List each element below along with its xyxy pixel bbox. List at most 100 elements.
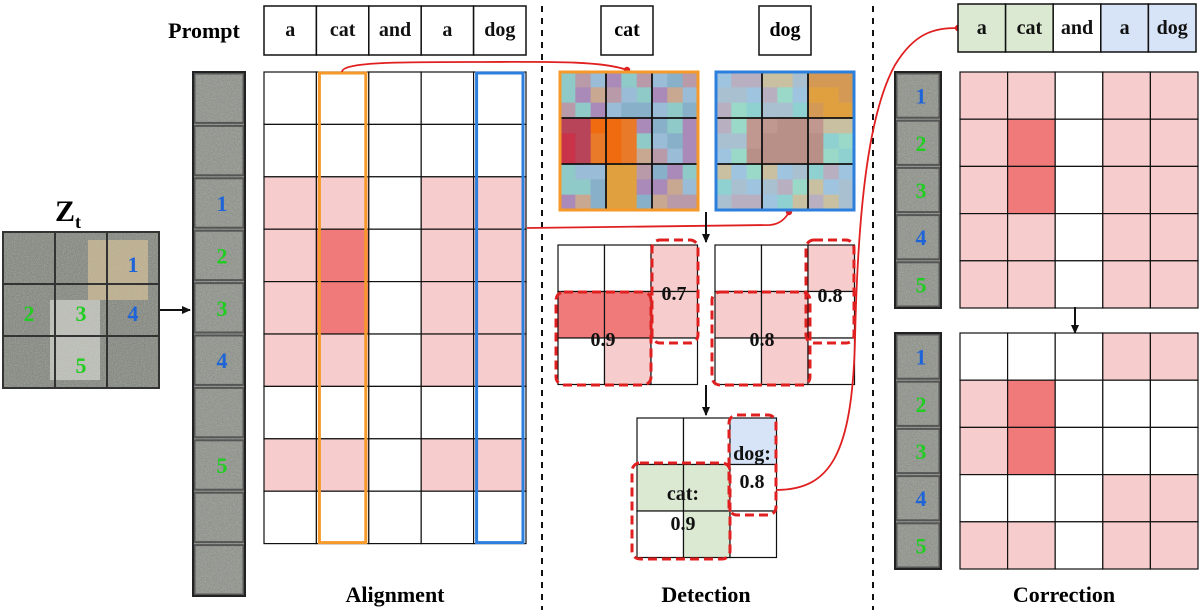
dog-connector-line	[526, 208, 793, 229]
detection-grid-cell	[603, 244, 652, 293]
alignment-grid-cell	[420, 385, 475, 440]
alignment-grid-cell	[420, 228, 475, 283]
attention-map-pixel	[667, 87, 684, 104]
merged-cat-box-outline	[630, 461, 732, 561]
attention-map-pixel	[792, 164, 809, 180]
cat-connector-curve	[341, 60, 631, 74]
prompt-token-text: dog	[484, 19, 515, 41]
correction-grid-cell	[1054, 379, 1104, 429]
attention-map-pixel	[792, 102, 809, 119]
attention-map-pixel	[636, 72, 653, 88]
correction-grid-cell	[1006, 332, 1056, 381]
attention-map-pixel	[667, 164, 684, 180]
attention-map-pixel	[762, 179, 778, 196]
attention-map-pixel	[823, 118, 840, 134]
correction-grid-cell	[1054, 260, 1104, 309]
attention-map-pixel	[716, 148, 732, 165]
patch-strip-label: 4	[916, 486, 927, 511]
attention-map-pixel	[808, 164, 824, 180]
attention-map-pixel	[777, 148, 794, 165]
detection-grid-cell	[760, 244, 809, 293]
attention-map-pixel	[823, 148, 840, 165]
cat-detection-grid: 0.70.9	[554, 238, 700, 387]
patch-strip-label: 4	[217, 348, 228, 373]
correction-grid-cell	[1102, 379, 1152, 429]
patch-strip-cell	[193, 491, 245, 544]
correction-grid-cell	[1149, 426, 1199, 476]
attention-map-pixel	[731, 179, 748, 196]
correction-grid-cell	[1102, 260, 1152, 309]
patch-strip-cell	[193, 229, 245, 282]
attention-map-pixel	[652, 102, 668, 119]
attention-map-pixel	[762, 148, 778, 165]
patch-strip-cell	[895, 261, 941, 308]
alignment-grid-cell	[473, 71, 527, 126]
merged-dog-label: dog:	[733, 443, 771, 465]
alignment-grid-cell	[473, 123, 527, 178]
correction-grid-cell	[1006, 213, 1056, 262]
alignment-grid-cell	[263, 123, 318, 178]
patch-strip-label: 1	[916, 345, 927, 370]
attention-map-pixel	[575, 118, 592, 134]
alignment-grid-cell	[263, 333, 318, 388]
attention-map-pixel	[838, 164, 855, 180]
zt-patch-label-4: 4	[128, 301, 139, 326]
detection-grid-cell	[714, 337, 763, 386]
alignment-grid-cell	[473, 176, 527, 230]
attention-map-pixel	[590, 179, 607, 196]
alignment-grid-cell	[315, 385, 370, 440]
dog-score-left: 0.8	[750, 329, 775, 351]
attention-map-pixel	[560, 102, 576, 119]
attention-map-pixel	[621, 148, 638, 165]
correction-grid-cell	[1102, 332, 1152, 381]
correction-grid-cell	[959, 379, 1009, 429]
detection-grid-cell	[650, 244, 699, 293]
correction-grid-cell	[1006, 165, 1056, 215]
zt-patch-label-5: 5	[76, 353, 87, 378]
attention-map-pixel	[621, 102, 638, 119]
alignment-grid-cell	[368, 333, 422, 388]
attention-map-pixel	[762, 72, 778, 88]
correction-grid-cell	[959, 165, 1009, 215]
detection-token-cat: cat	[600, 5, 654, 56]
detection-title: Detection	[661, 582, 750, 607]
attention-map-pixel	[808, 102, 824, 119]
detection-grid-cell	[557, 244, 606, 293]
patch-strip-border	[894, 71, 942, 309]
attention-map-pixel	[838, 72, 855, 88]
alignment-grid-cell	[368, 438, 422, 492]
zt-patch-label-2: 2	[24, 301, 35, 326]
attention-map-pixel	[621, 72, 638, 88]
attention-map-pixel	[606, 87, 622, 104]
attention-map-pixel	[590, 87, 607, 104]
attention-map-pixel	[560, 164, 576, 180]
correction-grid-cell	[1006, 521, 1056, 570]
patch-strip-label: 3	[916, 178, 927, 203]
attention-map-pixel	[716, 87, 732, 104]
alignment-grid-cell	[420, 333, 475, 388]
patch-strip-cell	[193, 282, 245, 334]
alignment-grid-cell	[473, 438, 527, 492]
prompt-token-box	[420, 5, 475, 56]
attention-map-pixel	[731, 87, 748, 104]
attention-map-pixel	[575, 72, 592, 88]
cat-column-highlight	[317, 71, 368, 545]
alignment-grid-cell	[315, 333, 370, 388]
attention-map-pixel	[667, 133, 684, 150]
attention-map-pixel	[838, 194, 855, 211]
alignment-grid-cell	[420, 438, 475, 492]
correction-grid-cell	[1149, 165, 1199, 215]
attention-map-pixel	[682, 133, 699, 150]
zt-patch-label-1: 1	[128, 252, 139, 277]
svg-text:cat: cat	[614, 19, 640, 41]
attention-map-pixel	[575, 179, 592, 196]
attention-map-pixel	[762, 133, 778, 150]
correction-grid-cell	[1149, 332, 1199, 381]
correction-grid-cell	[1149, 260, 1199, 309]
attention-map-pixel	[636, 118, 653, 134]
